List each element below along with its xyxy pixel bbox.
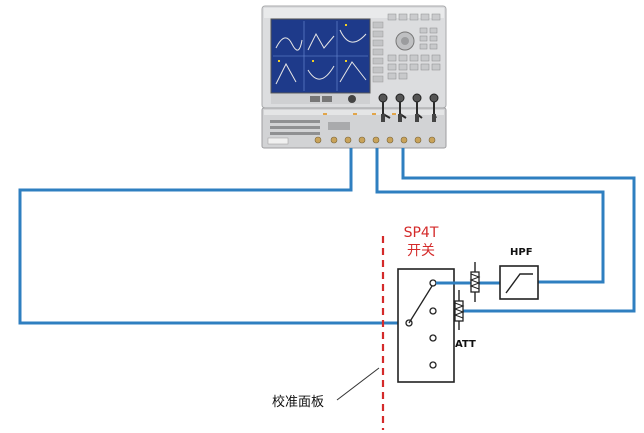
cable-port1 [18,148,405,325]
sp4t-switch-icon [397,268,455,383]
cable-port2 [375,148,605,284]
sp4t-title: SP4T [403,225,439,241]
rf-cables [18,148,636,325]
dc-block-icon [469,262,481,302]
network-analyzer-icon [261,5,447,109]
panel-leader-line [336,367,380,401]
calibration-panel-label: 校准面板 [272,395,325,410]
hpf-label: HPF [510,247,533,258]
hpf-icon [499,265,539,300]
test-set-unit-icon [261,102,447,149]
sp4t-subtitle: 开关 [407,243,435,259]
att-label: ATT [455,339,476,350]
sp4t-switch-label: SP4T 开关 [399,226,443,262]
cable-port3 [401,148,636,313]
attenuator-icon [453,290,465,330]
